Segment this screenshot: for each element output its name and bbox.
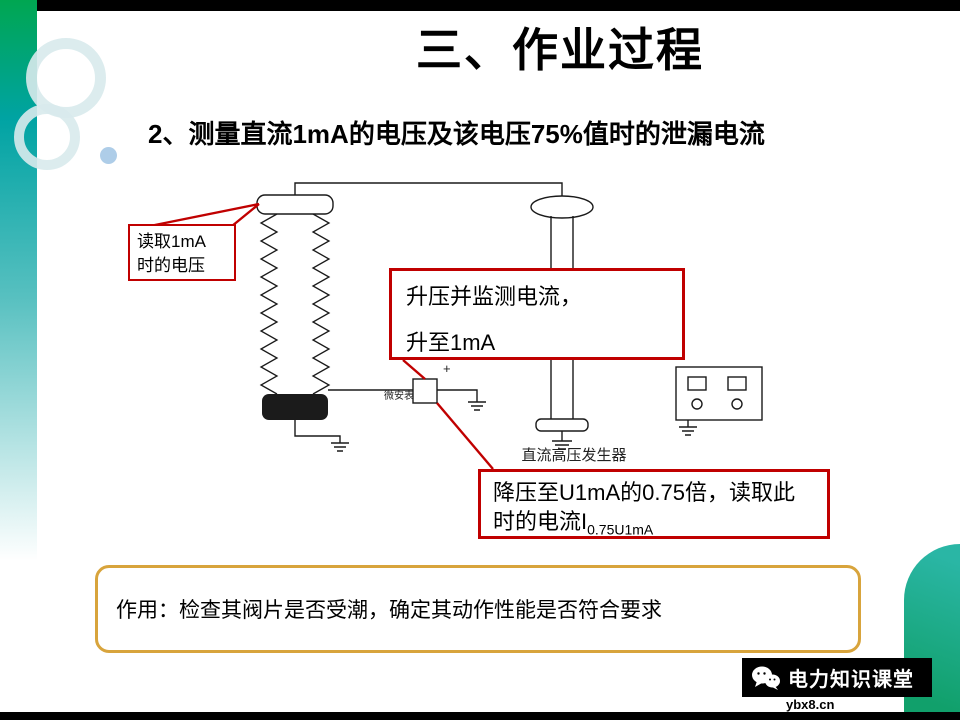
callout-line-text: 时的电流I bbox=[493, 508, 588, 534]
brand-name: 电力知识课堂 bbox=[788, 669, 914, 691]
callout-raise-current: 升压并监测电流， 升至1mA bbox=[389, 268, 685, 360]
purpose-note-box: 作用：检查其阀片是否受潮，确定其动作性能是否符合要求 bbox=[95, 565, 861, 653]
callout-leader-lines bbox=[149, 202, 494, 470]
callout-line: 读取1mA bbox=[137, 232, 206, 251]
slide-title: 三、作业过程 bbox=[416, 24, 704, 76]
callout-subscript: 0.75U1mA bbox=[587, 520, 654, 537]
ring-decoration bbox=[14, 104, 80, 170]
callout-line: 升压并监测电流， bbox=[406, 284, 583, 309]
callout-line: 降压至U1mA的0.75倍，读取此 bbox=[493, 480, 795, 505]
polarity-plus-label: + bbox=[443, 361, 451, 376]
top-black-bar bbox=[0, 0, 960, 11]
watermark-text: ybx8.cn bbox=[786, 697, 835, 712]
callout-lower-voltage: 降压至U1mA的0.75倍，读取此 时的电流I0.75U1mA bbox=[478, 469, 830, 539]
callout-line: 时的电压 bbox=[137, 255, 205, 275]
arrester-figure bbox=[256, 194, 334, 420]
ground-symbols bbox=[331, 401, 697, 452]
generator-label: 直流高压发生器 bbox=[521, 447, 627, 464]
hv-generator-figure bbox=[530, 195, 594, 432]
slide-subtitle: 2、测量直流1mA的电压及该电压75%值时的泄漏电流 bbox=[148, 119, 765, 149]
wechat-icon bbox=[752, 666, 780, 690]
microammeter-label: 微安表 bbox=[384, 391, 414, 402]
callout-read-voltage: 读取1mA 时的电压 bbox=[128, 224, 236, 281]
microammeter-figure bbox=[412, 378, 438, 404]
callout-line: 升至1mA bbox=[406, 330, 496, 355]
purpose-note-text: 作用：检查其阀片是否受潮，确定其动作性能是否符合要求 bbox=[116, 599, 662, 622]
dot-decoration bbox=[100, 147, 117, 164]
wires bbox=[294, 182, 689, 443]
bottom-black-bar bbox=[0, 712, 960, 720]
callout-line: 时的电流I0.75U1mA bbox=[493, 508, 815, 539]
brand-bar: 电力知识课堂 bbox=[742, 658, 932, 697]
control-box-figure bbox=[675, 366, 763, 421]
